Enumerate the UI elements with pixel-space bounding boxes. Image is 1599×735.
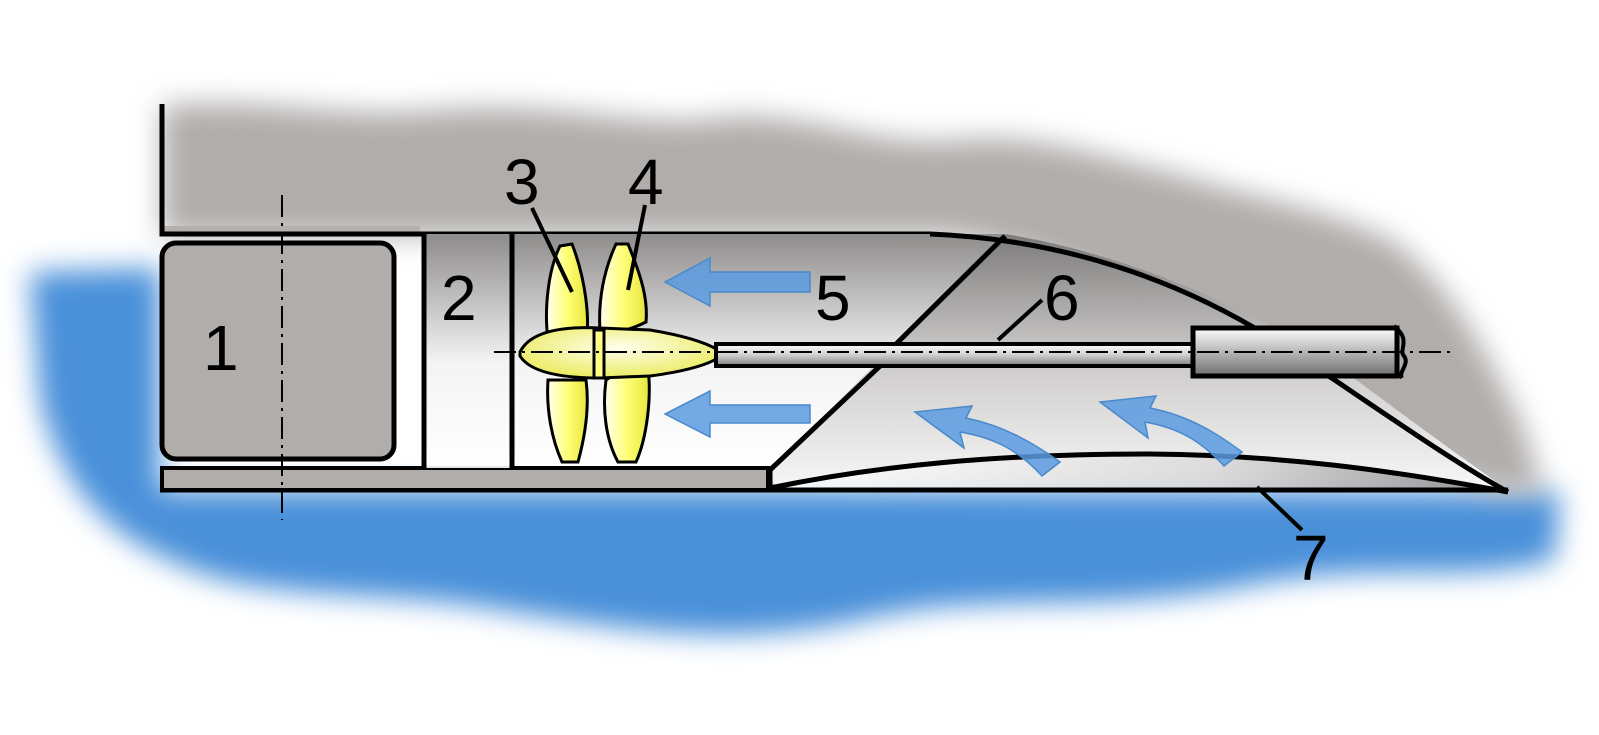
label-6: 6: [1044, 262, 1080, 334]
leader-lines: [530, 204, 1304, 532]
label-1: 1: [203, 312, 239, 384]
base-plate: [160, 466, 770, 492]
flow-arrows: [663, 256, 1244, 478]
blade-rear-bottom: [603, 365, 651, 464]
label-4: 4: [628, 146, 664, 218]
arrow-upper: [663, 256, 811, 308]
label-7: 7: [1293, 522, 1329, 594]
arrow-curve-1: [912, 405, 1062, 478]
nozzle-box: [159, 240, 397, 462]
blade-front-bottom: [546, 378, 589, 464]
label-2: 2: [441, 262, 477, 334]
label-5: 5: [815, 262, 851, 334]
labels: 1 2 3 4 5 6 7: [203, 146, 1329, 594]
arrow-lower: [663, 389, 811, 439]
water-area: [30, 268, 1560, 634]
label-3: 3: [504, 146, 540, 218]
hull-area: [162, 103, 1540, 492]
arrow-curve-2: [1098, 395, 1244, 468]
center-lines: [281, 195, 1450, 520]
